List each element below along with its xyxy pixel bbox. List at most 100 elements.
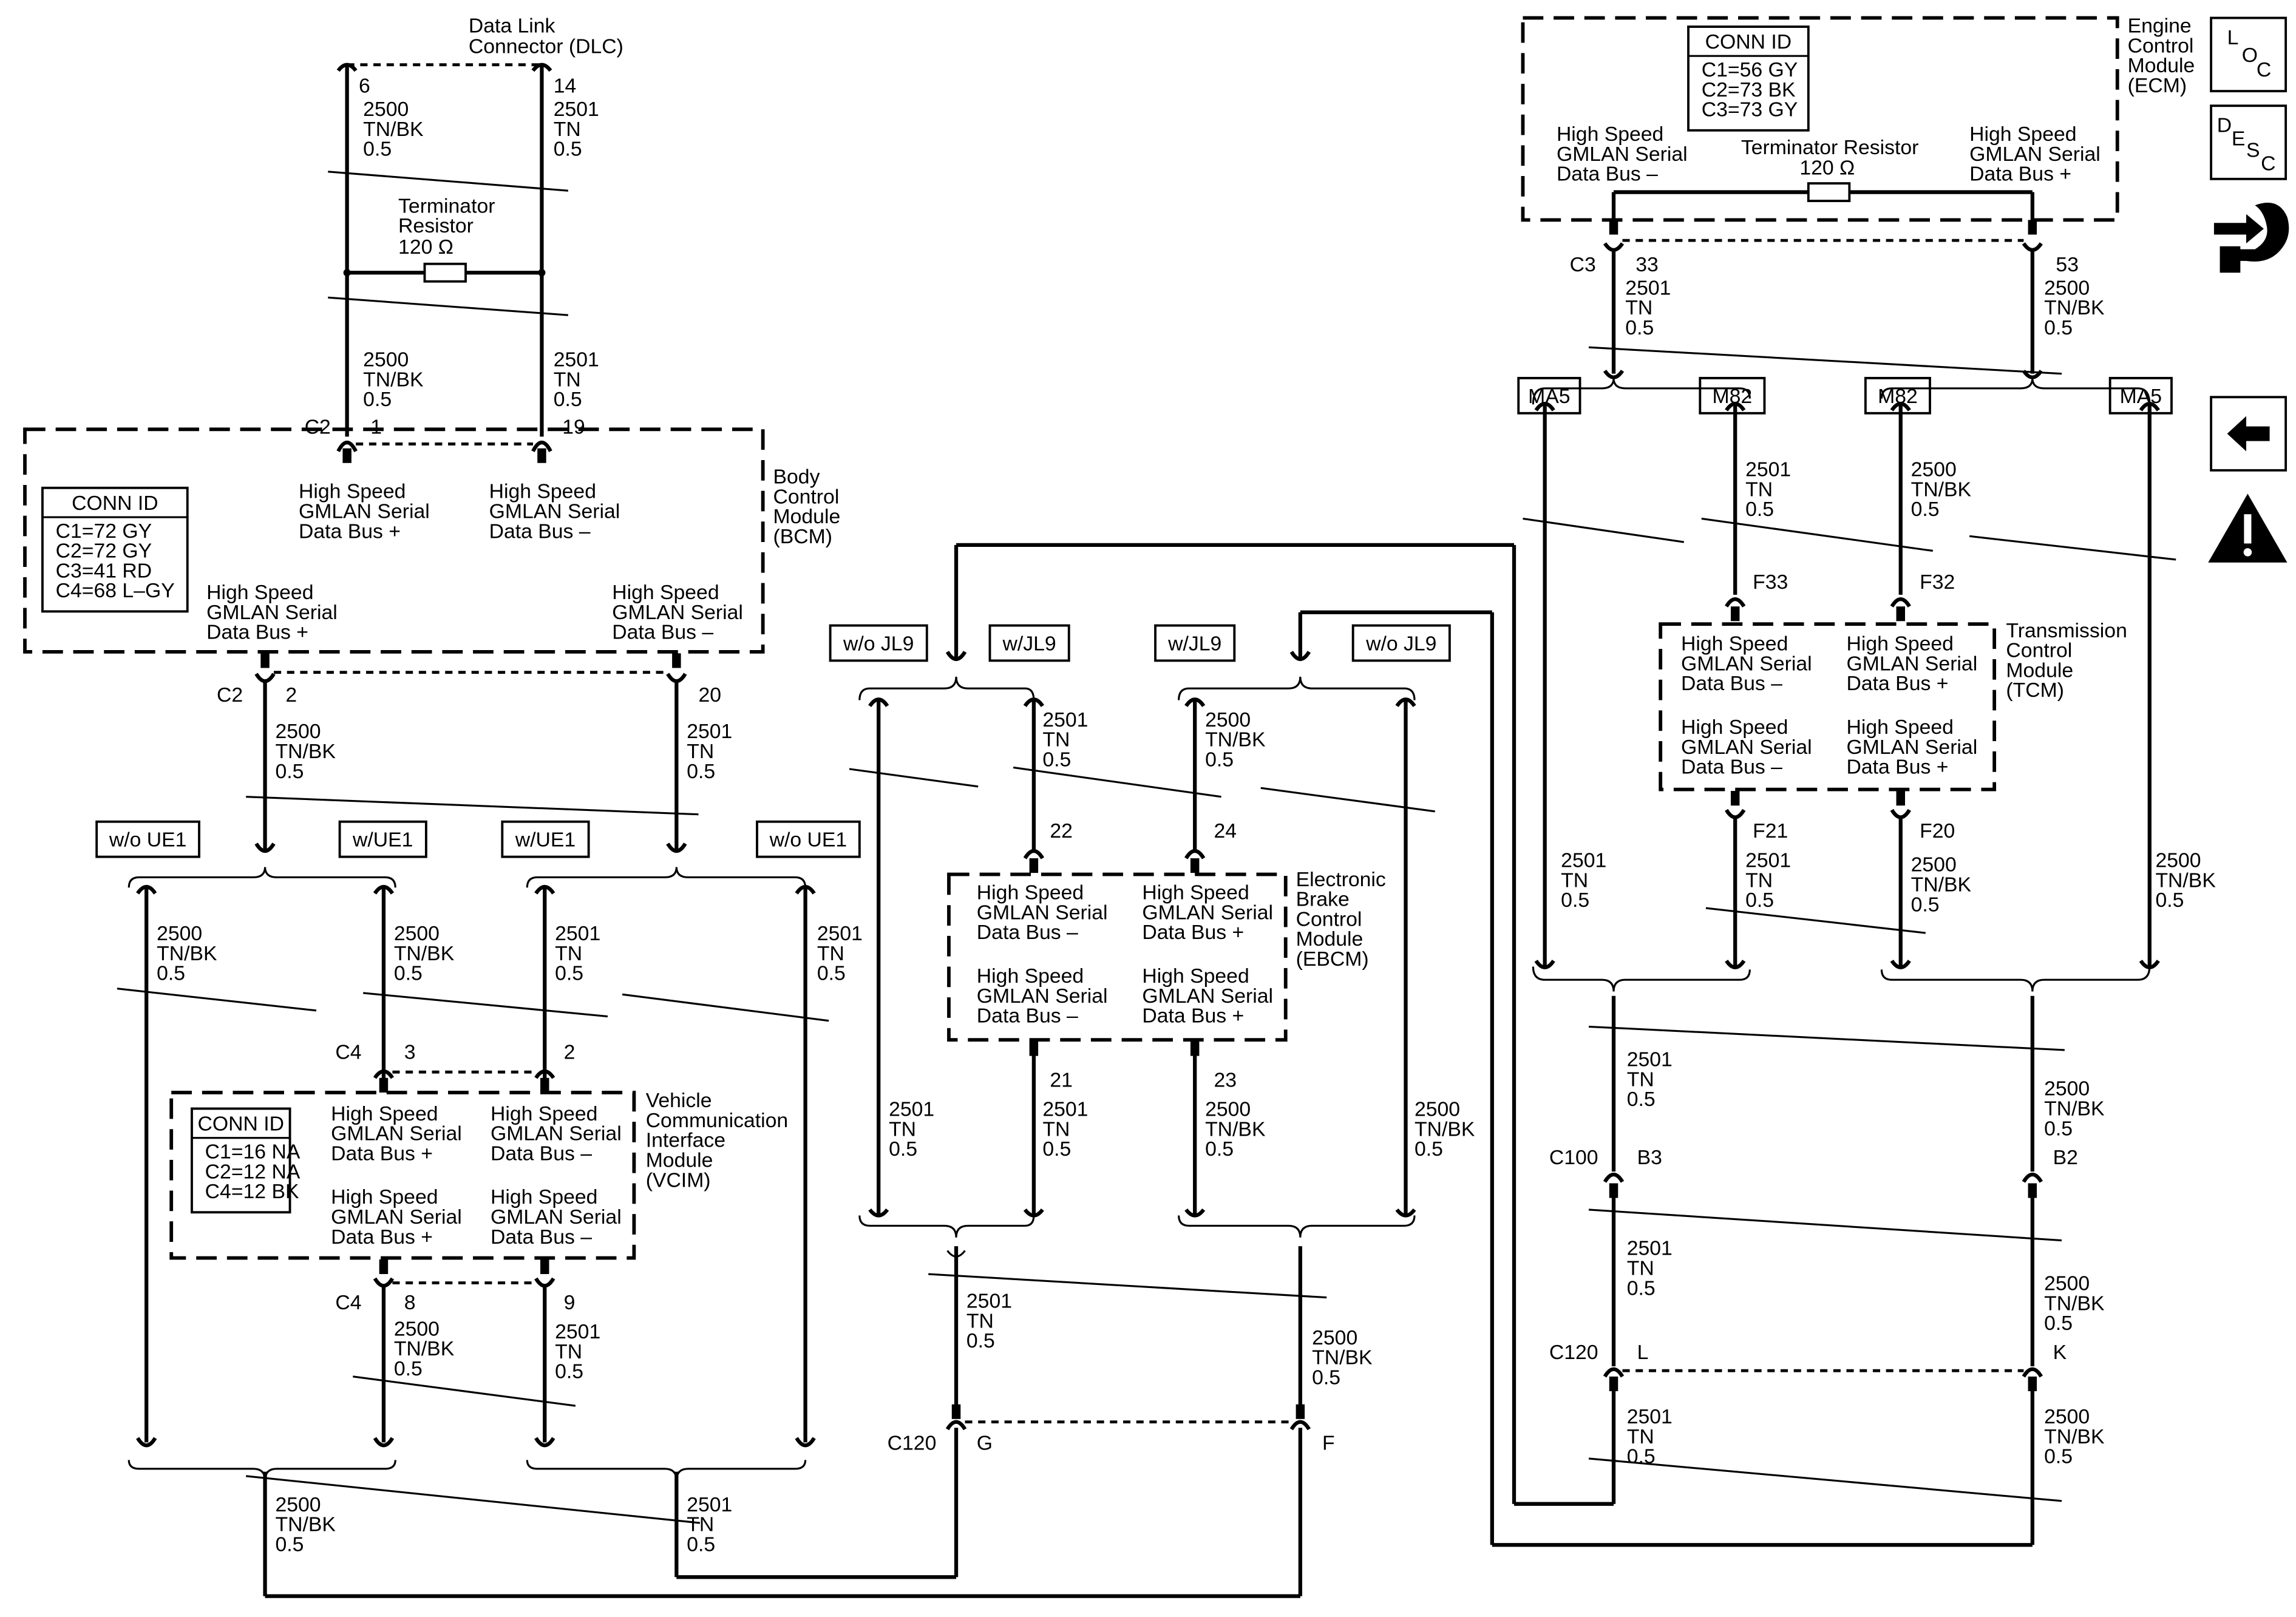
terminal-female: [534, 884, 555, 895]
wire-code: TN: [554, 118, 581, 141]
option-box-w-jl9: w/JL9: [988, 624, 1070, 662]
bus-label: GMLAN Serial: [1847, 736, 1978, 759]
connector-shape: [2220, 246, 2241, 273]
pin-label: B3: [1637, 1146, 1662, 1169]
tcm-name: Module: [2006, 659, 2073, 682]
bus-label: High Speed: [331, 1102, 438, 1125]
bus-label: Data Bus +: [1142, 921, 1244, 944]
wire-code: TN/BK: [1911, 478, 1972, 501]
terminal-female: [534, 1277, 555, 1288]
terminal-male: [672, 653, 681, 668]
option-box-w-jl9-label: w/JL9: [1002, 632, 1056, 656]
wire-code: 2500: [363, 348, 409, 371]
bus-label: Data Bus +: [206, 621, 308, 644]
terminal-female: [373, 1437, 395, 1448]
option-box-wo-ue1-frame: [756, 820, 861, 858]
wire-code: 0.5: [1625, 316, 1654, 339]
vcim-name: (VCIM): [646, 1168, 711, 1192]
cable-hatch: [1969, 535, 2176, 561]
wire-code: 2501: [1627, 1237, 1673, 1260]
pin-label: 2: [285, 683, 297, 707]
wire-code: TN/BK: [2044, 1425, 2105, 1448]
vcim-conn-id-frame: [191, 1107, 291, 1214]
terminal-female: [136, 1437, 157, 1448]
option-box-wo-ue1-label: w/o UE1: [109, 829, 187, 852]
option-box-wo-jl9: w/o JL9: [829, 624, 928, 662]
warning-dot: [2243, 548, 2252, 557]
connector-label: C120: [1549, 1341, 1598, 1364]
pin-label: 1: [370, 416, 382, 439]
bus-label: High Speed: [299, 480, 406, 503]
bus-label: GMLAN Serial: [1681, 652, 1812, 675]
wire-code: 0.5: [275, 760, 304, 783]
wire-code: 0.5: [2044, 1312, 2073, 1335]
terminal-male: [951, 1404, 961, 1419]
pin-label: F: [1322, 1431, 1335, 1454]
bus-label: Data Bus +: [1847, 672, 1949, 695]
bus-label: GMLAN Serial: [1142, 901, 1273, 924]
back-button[interactable]: [2210, 396, 2288, 472]
wire-code: 2501: [1625, 276, 1671, 299]
connector-view-button[interactable]: [2213, 202, 2289, 273]
wire-code: TN: [1561, 869, 1588, 892]
bus-label: High Speed: [1847, 632, 1954, 656]
pin-label: 21: [1050, 1068, 1073, 1091]
terminal-female: [534, 1069, 555, 1079]
warning-icon: [2208, 493, 2288, 563]
bus-label: High Speed: [1969, 123, 2076, 146]
option-box-wo-jl9-frame: [1351, 624, 1451, 662]
pin-label: B2: [2053, 1146, 2078, 1169]
conn-id-row: C2=12 NA: [205, 1160, 301, 1183]
pin-label: F21: [1753, 819, 1788, 842]
wire-code: 2501: [1627, 1048, 1673, 1071]
terminal-female: [795, 884, 816, 895]
bus-label: High Speed: [206, 581, 313, 604]
wire-code: TN: [889, 1117, 916, 1141]
wire-code: 0.5: [966, 1329, 995, 1352]
wire-code: 0.5: [1627, 1276, 1656, 1300]
wire-code: TN: [1627, 1068, 1654, 1091]
wire-code: 0.5: [889, 1137, 917, 1161]
option-box-m82: M82: [1864, 376, 1931, 415]
terminal-female: [1725, 959, 1746, 969]
wire-code: 0.5: [1312, 1366, 1340, 1389]
terminal-female: [373, 1069, 395, 1079]
bus-label: High Speed: [1847, 716, 1954, 739]
cable-hatch: [1701, 517, 1934, 552]
bus-label: High Speed: [491, 1102, 597, 1125]
conn-id-row: C2=72 GY: [56, 540, 152, 563]
connector-label: C4: [335, 1040, 361, 1063]
bus-label: GMLAN Serial: [299, 500, 430, 523]
option-box-w-jl9-frame: [1154, 624, 1236, 662]
pin-label: 9: [564, 1291, 576, 1314]
terminal-female: [1603, 1367, 1625, 1378]
tcm-name: (TCM): [2006, 679, 2064, 702]
loc-letter: O: [2242, 44, 2258, 67]
conn-id-row: C4=12 BK: [205, 1180, 299, 1203]
pin-label: 33: [1635, 253, 1659, 276]
terminal-female: [795, 1437, 816, 1448]
wire-code: TN/BK: [2044, 1097, 2105, 1120]
ebcm-module-outline: [947, 872, 1288, 1042]
terminal-female: [2022, 1172, 2043, 1183]
bus-label: Data Bus +: [1847, 756, 1949, 779]
pin-label: 53: [2056, 253, 2079, 276]
splice-bracket: [1880, 378, 2151, 405]
wire-code: 2500: [1911, 853, 1957, 876]
terminal-female: [531, 63, 552, 72]
cable-hatch: [928, 1273, 1327, 1299]
wire-code: 0.5: [2044, 1117, 2073, 1140]
cable-hatch: [1588, 1209, 2062, 1242]
terminator-value: 120 Ω: [1799, 157, 1855, 180]
warning-button[interactable]: [2208, 493, 2288, 563]
terminal-female: [531, 440, 552, 452]
cable-hatch: [1705, 907, 1926, 934]
pin-label: F33: [1753, 571, 1788, 594]
loc-button[interactable]: LOC: [2210, 16, 2288, 93]
loc-letter: C: [2257, 58, 2271, 81]
bus-label: Data Bus –: [612, 621, 713, 644]
wire-code: 0.5: [1042, 1137, 1071, 1161]
